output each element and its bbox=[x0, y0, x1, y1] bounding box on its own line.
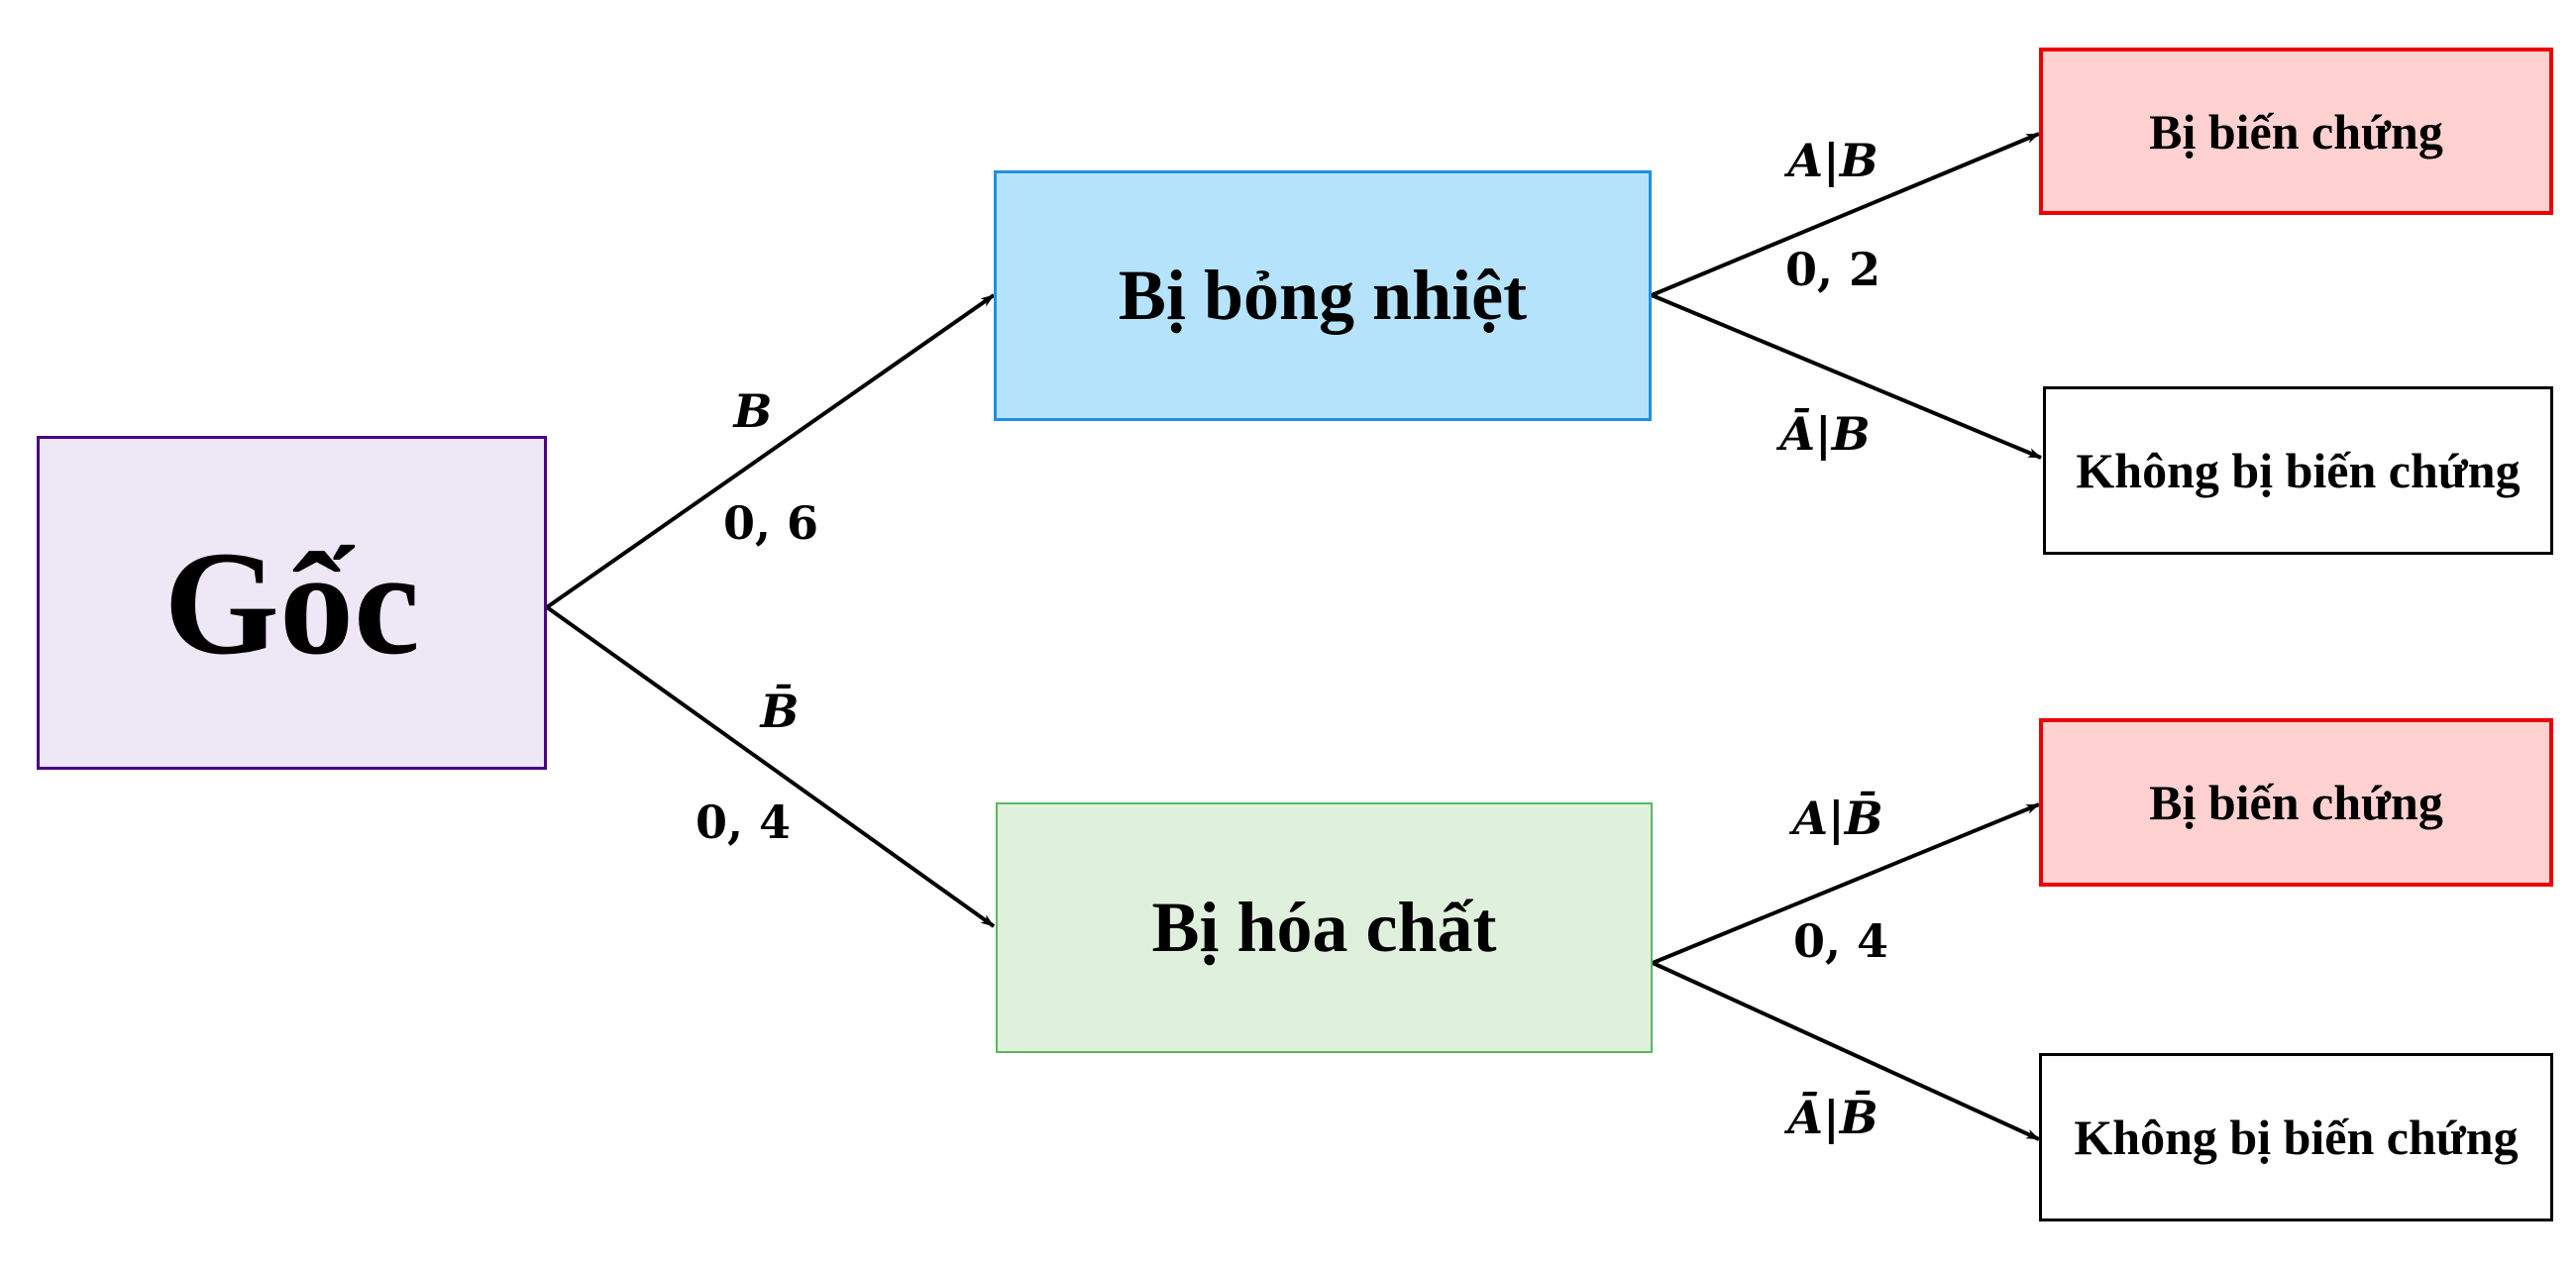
edge-label-prob-a-given-not-b: 0, 4 bbox=[1792, 914, 1889, 968]
edge-label-event-a-given-not-b: A|B̄ bbox=[1792, 792, 1883, 845]
edge-label-prob-a-given-b: 0, 2 bbox=[1784, 243, 1881, 296]
node-root: Gốc bbox=[37, 436, 547, 770]
edge-label-event-not-b: B̄ bbox=[760, 685, 800, 738]
node-burn: Bị bỏng nhiệt bbox=[994, 170, 1652, 421]
node-chemical-no-complication: Không bị biến chứng bbox=[2039, 1053, 2553, 1221]
edge-label-event-b: B bbox=[733, 384, 773, 438]
edge-label-event-a-given-b: A|B bbox=[1787, 134, 1878, 187]
node-burn-no-complication: Không bị biến chứng bbox=[2043, 386, 2553, 555]
edge-label-prob-b: 0, 6 bbox=[722, 496, 819, 550]
node-chemical: Bị hóa chất bbox=[996, 802, 1653, 1053]
node-chemical-complication: Bị biến chứng bbox=[2039, 718, 2553, 887]
edge-label-event-not-a-given-not-b: Ā|B̄ bbox=[1787, 1091, 1878, 1144]
edge-burn-no-complication bbox=[1651, 293, 2042, 460]
node-burn-complication: Bị biến chứng bbox=[2039, 48, 2553, 215]
edge-root-chemical bbox=[545, 605, 996, 928]
edge-chemical-no-complication bbox=[1652, 961, 2040, 1141]
edge-label-prob-not-b: 0, 4 bbox=[695, 795, 792, 849]
edge-chemical-complication bbox=[1652, 802, 2040, 965]
edge-root-burn bbox=[545, 293, 996, 609]
edge-burn-complication bbox=[1651, 132, 2040, 297]
edge-label-event-not-a-given-b: Ā|B bbox=[1779, 407, 1871, 461]
